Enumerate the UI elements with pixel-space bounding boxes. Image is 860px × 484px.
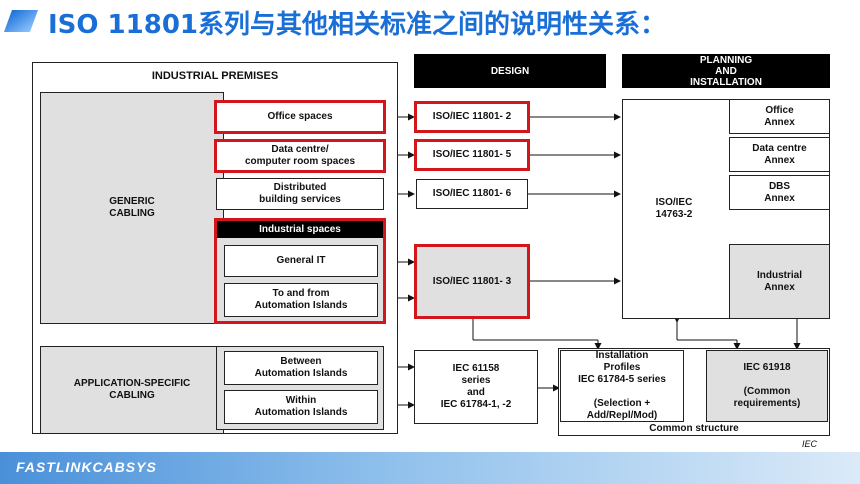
source-label: IEC xyxy=(802,439,818,449)
industrial-annex-box: Industrial Annex xyxy=(729,244,830,319)
distributed-services-box: Distributed building services xyxy=(216,178,384,210)
office-spaces-box: Office spaces xyxy=(214,100,386,134)
design-header: DESIGN xyxy=(414,54,606,88)
footer-bar xyxy=(0,452,860,484)
planning-header: PLANNING AND INSTALLATION xyxy=(622,54,830,88)
install-profiles-box: Installation Profiles IEC 61784-5 series… xyxy=(560,350,684,422)
between-islands-box: Between Automation Islands xyxy=(224,351,378,385)
iec-61918-box: IEC 61918 (Common requirements) xyxy=(706,350,828,422)
generic-cabling-group xyxy=(40,92,224,324)
dbs-annex-box: DBS Annex xyxy=(729,175,830,210)
within-islands-box: Within Automation Islands xyxy=(224,390,378,424)
iec-61158-box: IEC 61158 series and IEC 61784-1, -2 xyxy=(414,350,538,424)
premises-header: INDUSTRIAL PREMISES xyxy=(151,70,279,82)
industrial-spaces-header: Industrial spaces xyxy=(217,221,383,238)
application-cabling-label: APPLICATION-SPECIFIC CABLING xyxy=(73,378,191,401)
iso-11801-3-box: ISO/IEC 11801- 3 xyxy=(414,244,530,319)
common-structure-label: Common structure xyxy=(649,423,739,434)
data-centre-box: Data centre/ computer room spaces xyxy=(214,139,386,173)
page-title: ISO 11801系列与其他相关标准之间的说明性关系： xyxy=(48,10,667,40)
generic-cabling-label: GENERIC CABLING xyxy=(109,196,155,219)
office-annex-box: Office Annex xyxy=(729,99,830,134)
to-from-islands-box: To and from Automation Islands xyxy=(224,283,378,317)
dc-annex-box: Data centre Annex xyxy=(729,137,830,172)
iso-11801-6-box: ISO/IEC 11801- 6 xyxy=(416,179,528,209)
general-it-box: General IT xyxy=(224,245,378,277)
iso-11801-5-box: ISO/IEC 11801- 5 xyxy=(414,139,530,171)
application-cabling-group xyxy=(40,346,224,434)
footer-brand: FASTLINKCABSYS xyxy=(16,459,157,475)
iso-11801-2-box: ISO/IEC 11801- 2 xyxy=(414,101,530,133)
